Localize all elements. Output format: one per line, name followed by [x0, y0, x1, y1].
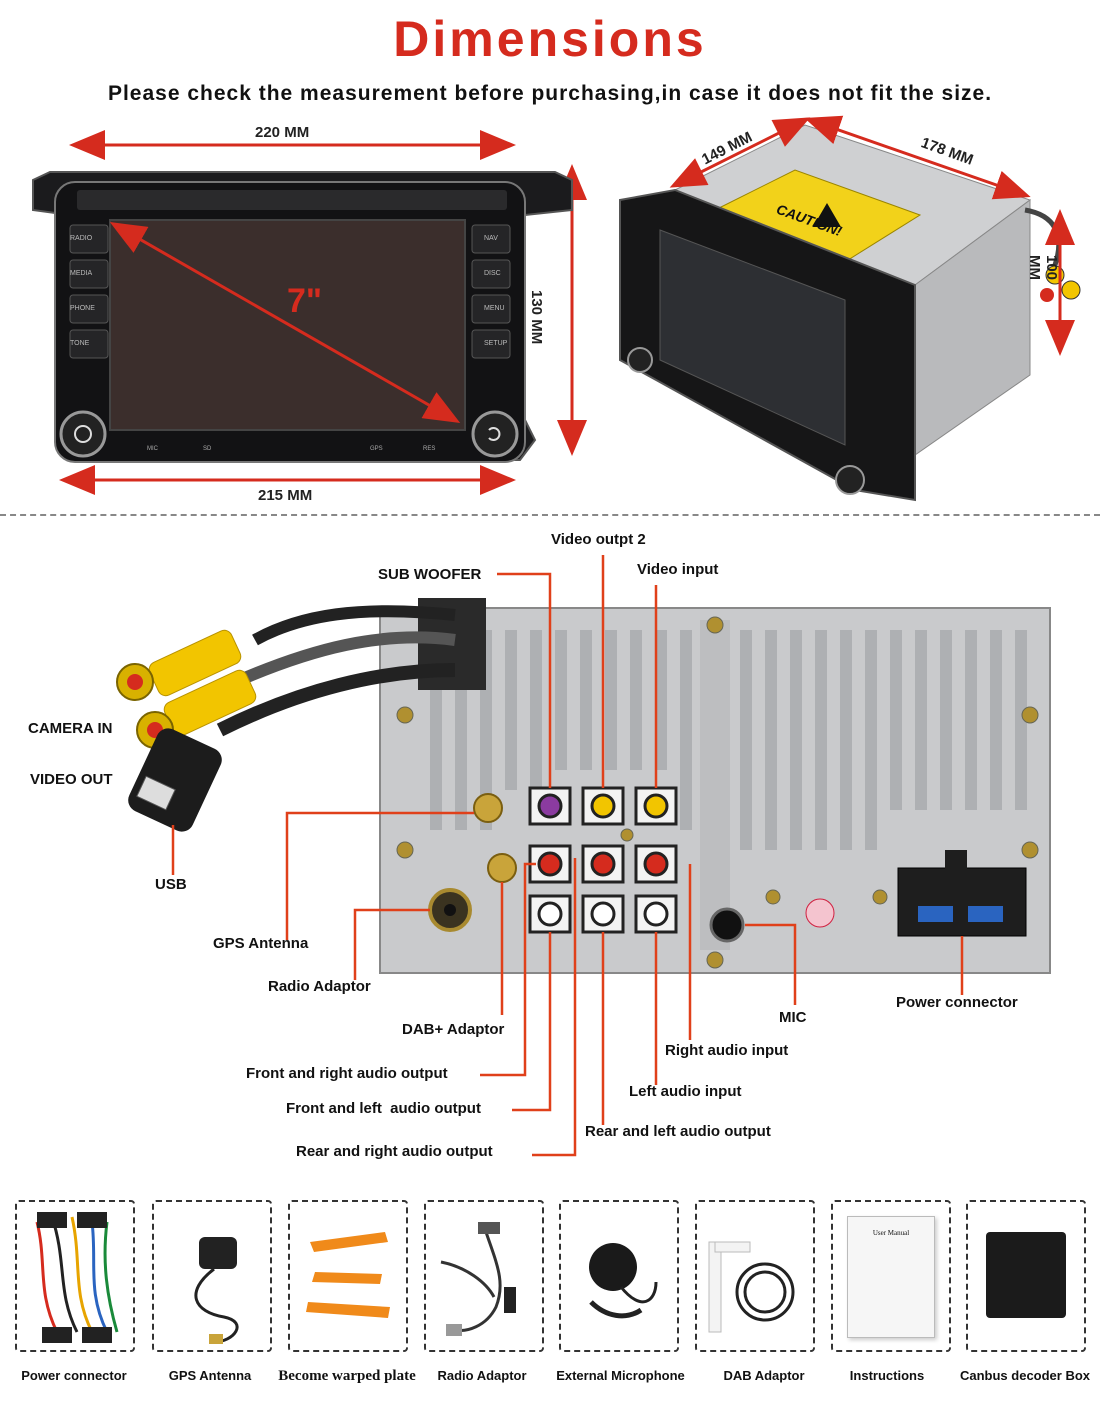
label-sub-woofer: SUB WOOFER — [378, 566, 482, 583]
accessory-canbus-box — [966, 1200, 1086, 1352]
section-divider — [0, 514, 1100, 516]
label-camera-in: CAMERA IN — [28, 720, 113, 737]
btn-radio: RADIO — [70, 235, 93, 242]
label-left-audio-input: Left audio input — [629, 1083, 742, 1100]
power-knob-icon — [59, 410, 107, 458]
accessory-label-canbus-box: Canbus decoder Box — [959, 1368, 1091, 1383]
label-video-input: Video input — [637, 561, 719, 578]
accessory-gps-antenna — [152, 1200, 272, 1352]
manual-title: User Manual — [872, 1229, 910, 1237]
label-usb: USB — [155, 876, 187, 893]
canbus-box-icon — [986, 1232, 1066, 1318]
label-video-output-2: Video outpt 2 — [551, 531, 646, 548]
wire-harness-icon — [35, 1212, 119, 1343]
height-label: 130 MM — [528, 290, 545, 345]
btn-disc: DISC — [484, 270, 501, 277]
mic-port — [709, 907, 745, 943]
accessory-label-radio-adaptor: Radio Adaptor — [437, 1368, 527, 1383]
label-rear-right-audio: Rear and right audio output — [296, 1143, 493, 1160]
btn-tone: TONE — [70, 340, 90, 347]
btn-nav: NAV — [484, 235, 498, 242]
width-bottom-label: 215 MM — [258, 487, 313, 504]
bottom-mic-label: MIC — [147, 446, 158, 452]
accessory-warped-plate — [288, 1200, 408, 1352]
label-mic: MIC — [779, 1009, 807, 1026]
btn-setup: SETUP — [484, 340, 508, 347]
accessory-power-connector — [15, 1200, 135, 1352]
gps-antenna-icon — [194, 1237, 239, 1344]
label-power-connector: Power connector — [896, 994, 1018, 1011]
diagonal-arrow — [109, 222, 461, 423]
length-arrow — [804, 115, 1031, 200]
page-title: Dimensions — [393, 11, 707, 67]
accessory-microphone — [559, 1200, 679, 1352]
bottom-res-label: RES — [423, 446, 436, 452]
accessory-label-dab-adaptor: DAB Adaptor — [723, 1368, 805, 1383]
bottom-sd-label: SD — [203, 446, 212, 452]
front-view — [15, 120, 595, 510]
btn-phone: PHONE — [70, 305, 95, 312]
microphone-icon — [589, 1243, 658, 1319]
accessory-label-gps-antenna: GPS Antenna — [168, 1368, 252, 1383]
accessory-label-instructions: Instructions — [849, 1368, 925, 1383]
accessory-dab-adaptor — [695, 1200, 815, 1352]
screen-size-label: 7" — [287, 282, 323, 320]
label-video-out: VIDEO OUT — [30, 771, 113, 788]
label-dab-adaptor: DAB+ Adaptor — [402, 1021, 505, 1038]
depth-arrow — [669, 117, 811, 188]
accessory-radio-adaptor — [424, 1200, 544, 1352]
label-gps-antenna: GPS Antenna — [213, 935, 309, 952]
bottom-gps-label: GPS — [370, 446, 383, 452]
btn-media: MEDIA — [70, 270, 93, 277]
side-view — [615, 115, 1090, 510]
back-knob-icon — [471, 410, 519, 458]
radio-adaptor-icon — [440, 1222, 516, 1336]
gps-port — [473, 793, 503, 823]
btn-menu: MENU — [484, 305, 505, 312]
accessory-label-warped-plate: Become warped plate — [278, 1368, 416, 1384]
accessory-label-microphone: External Microphone — [556, 1368, 685, 1383]
rear-panel-diagram — [0, 520, 1100, 1190]
width-top-label: 220 MM — [255, 124, 310, 141]
accessory-label-power-connector: Power connector — [21, 1368, 127, 1383]
label-front-right-audio: Front and right audio output — [246, 1065, 448, 1082]
accessory-instructions: User Manual — [831, 1200, 951, 1352]
pry-tool-icon — [306, 1232, 390, 1318]
label-rear-left-audio: Rear and left audio output — [585, 1123, 771, 1140]
side-height-label: 100 MM — [1026, 255, 1060, 281]
label-right-audio-input: Right audio input — [665, 1042, 789, 1059]
label-radio-adaptor: Radio Adaptor — [268, 978, 371, 995]
dab-antenna-icon — [708, 1241, 795, 1333]
dab-port — [487, 853, 517, 883]
page-subtitle: Please check the measurement before purc… — [107, 82, 993, 105]
power-port — [897, 867, 1027, 937]
label-front-left-audio: Front and left audio output — [286, 1100, 481, 1117]
